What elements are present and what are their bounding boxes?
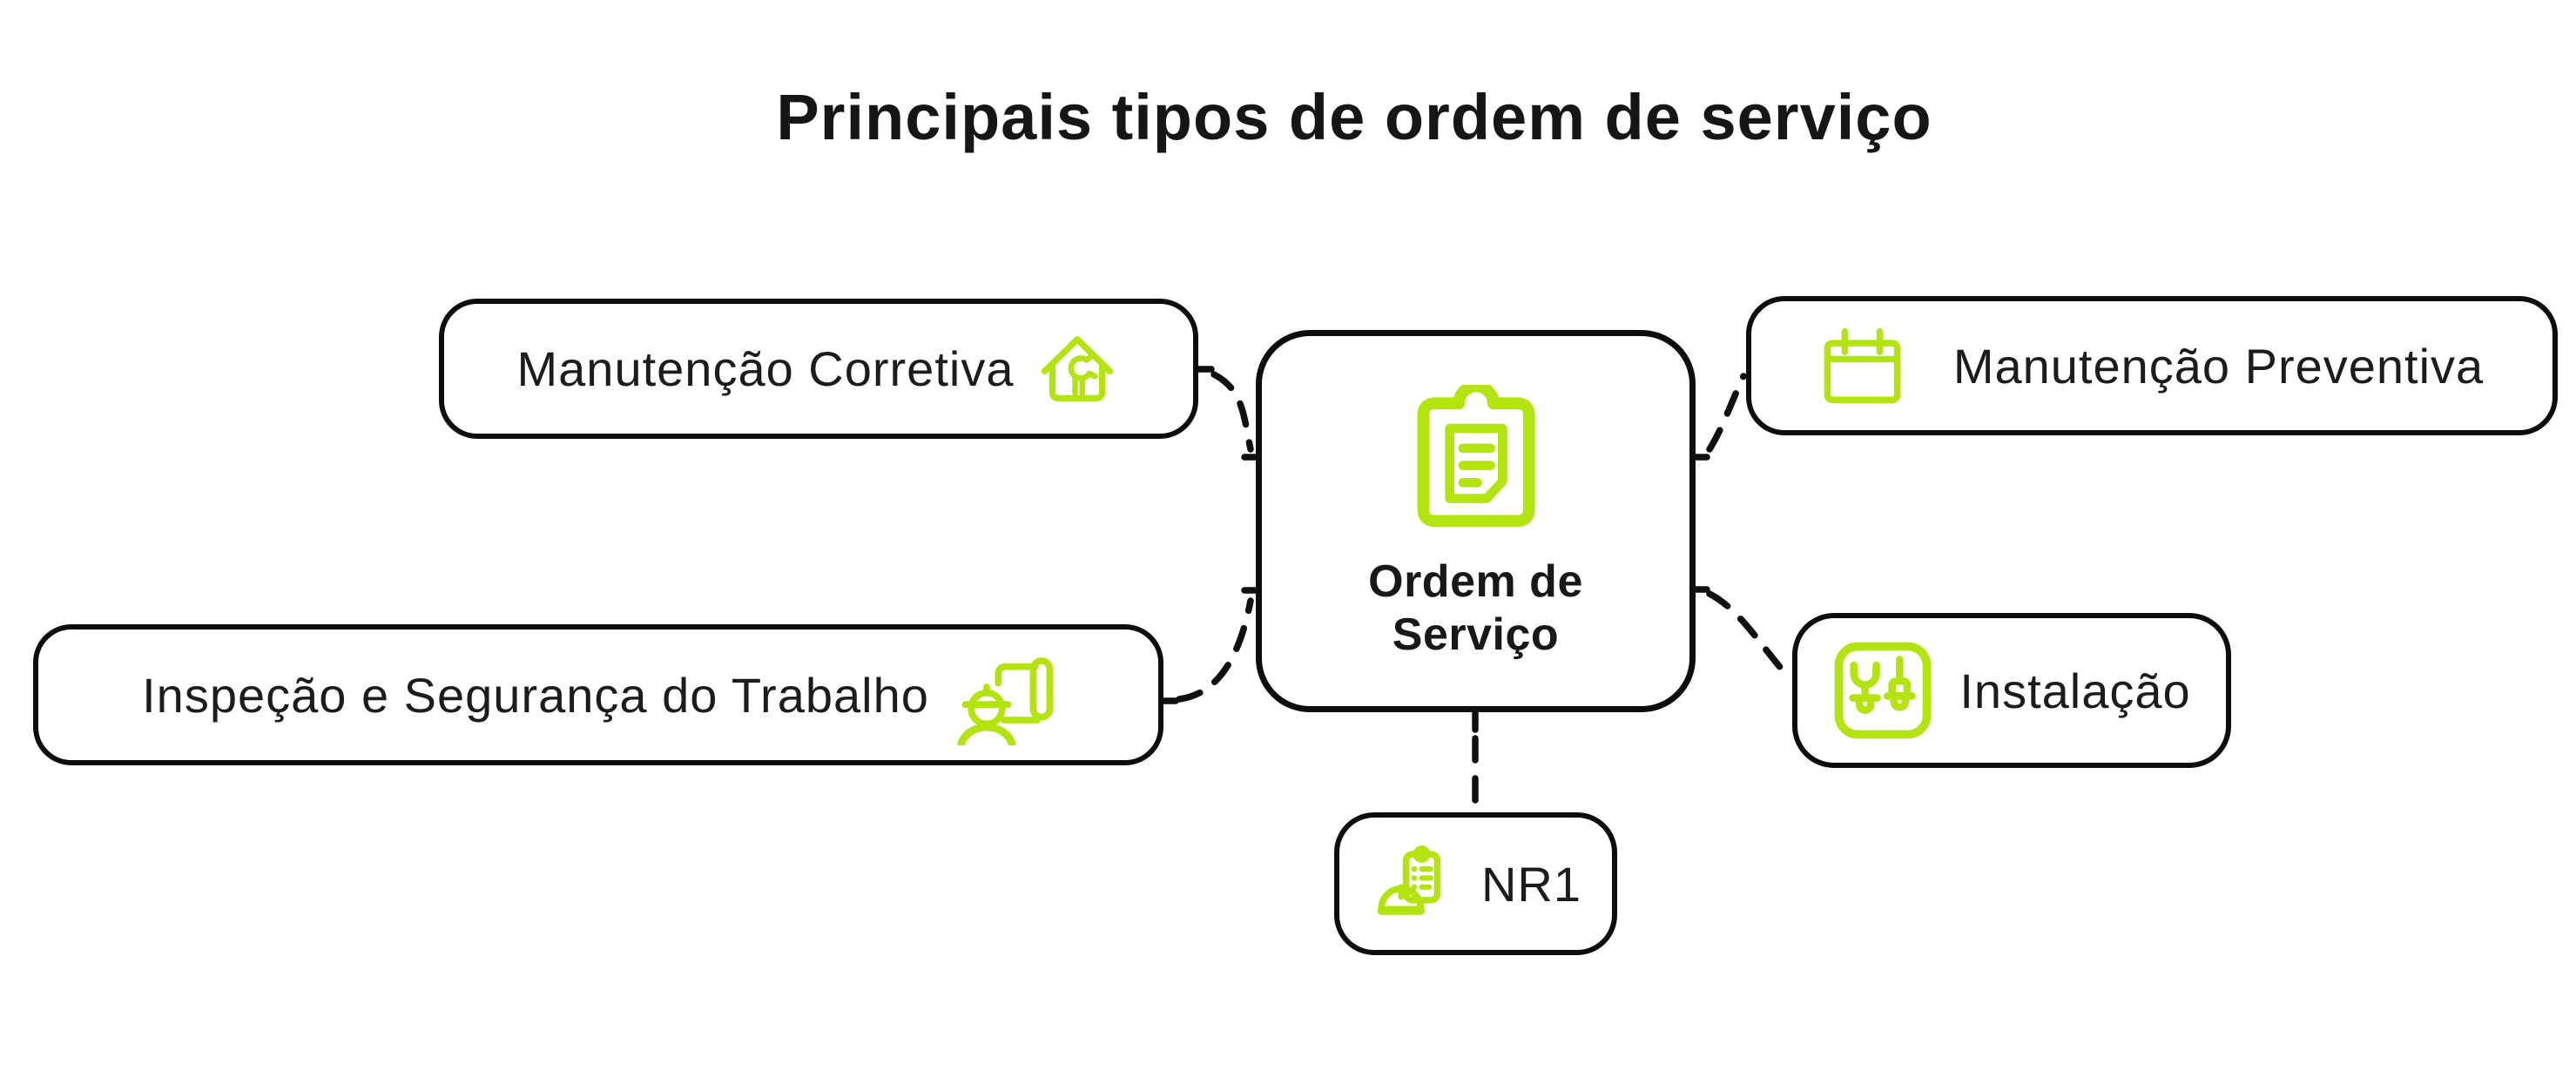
node-manutencao-corretiva: Manutenção Corretiva <box>439 299 1198 439</box>
node-manutencao-preventiva: Manutenção Preventiva <box>1746 296 2558 435</box>
central-label-line2: Serviço <box>1392 609 1560 661</box>
node-label: Manutenção Corretiva <box>516 341 1015 396</box>
node-label: Manutenção Preventiva <box>1952 338 2485 394</box>
tools-icon <box>1835 642 1932 739</box>
page-title: Principais tipos de ordem de serviço <box>776 81 1932 153</box>
node-label: Instalação <box>1959 663 2191 718</box>
clipboard-icon <box>1416 385 1535 528</box>
helmet-document-icon <box>1377 845 1441 915</box>
node-label: Inspeção e Segurança do Trabalho <box>142 667 929 723</box>
central-node-label: Ordem de Serviço <box>1368 555 1583 663</box>
node-label: NR1 <box>1480 856 1582 912</box>
connector-central-preventiva <box>1706 373 1747 453</box>
node-instalacao: Instalação <box>1792 613 2231 768</box>
connector-central-instalacao <box>1706 590 1792 681</box>
central-label-line1: Ordem de <box>1368 556 1583 607</box>
inspector-plan-icon <box>957 657 1054 745</box>
node-inspecao-seguranca: Inspeção e Segurança do Trabalho <box>33 624 1163 765</box>
connector-inspecao-central <box>1176 597 1254 703</box>
calendar-icon <box>1824 327 1901 404</box>
house-wrench-icon <box>1042 335 1114 401</box>
node-ordem-de-servico: Ordem de Serviço <box>1256 330 1696 712</box>
connector-corretiva-central <box>1210 371 1254 453</box>
node-nr1: NR1 <box>1334 812 1617 955</box>
